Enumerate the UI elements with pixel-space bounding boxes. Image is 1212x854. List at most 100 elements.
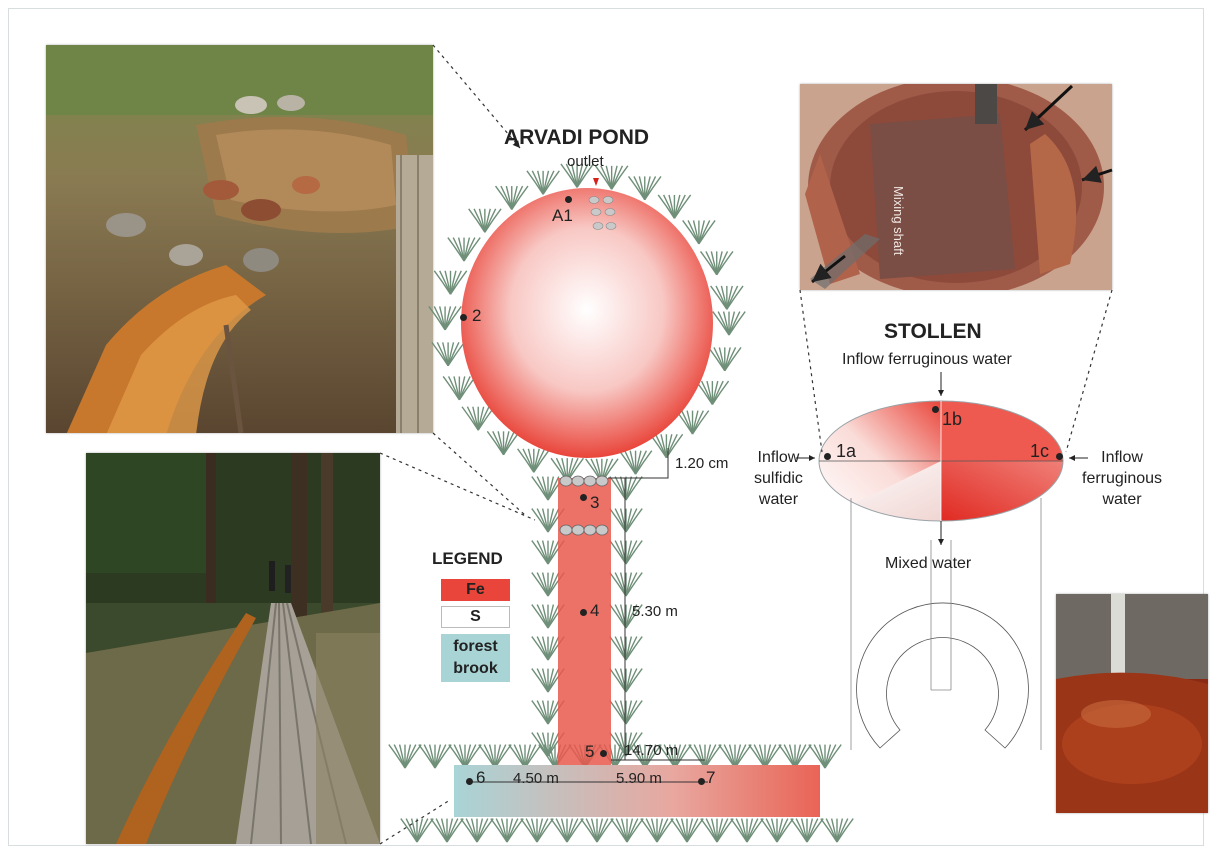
grass-blade	[532, 171, 543, 194]
grass-blade	[615, 573, 626, 596]
grass-blade	[615, 477, 626, 500]
pond-circle	[461, 188, 713, 458]
grass-blade	[706, 819, 717, 842]
grass-blade	[406, 819, 417, 842]
grass-blade	[688, 220, 699, 243]
grass-blade	[537, 637, 548, 660]
grass-blade	[656, 434, 667, 457]
dim-4-50: 4.50 m	[513, 770, 559, 787]
legend-brook-line2: brook	[441, 658, 510, 680]
point-1c-dot	[1056, 453, 1063, 460]
grass-blade	[434, 306, 445, 329]
grass-blade	[634, 176, 645, 199]
grass-blade	[537, 477, 548, 500]
point-5-label: 5	[585, 742, 594, 762]
grass-blade	[556, 819, 567, 842]
stream-channel	[558, 478, 611, 768]
dim-5-90: 5.90 m	[616, 770, 662, 787]
point-4-dot	[580, 609, 587, 616]
point-2-label: 2	[472, 306, 481, 326]
point-6-label: 6	[476, 768, 485, 788]
grass-blade	[496, 819, 507, 842]
grass-blade	[537, 605, 548, 628]
grass-blade	[826, 819, 837, 842]
grass-blade	[615, 637, 626, 660]
point-1a-label: 1a	[836, 441, 856, 462]
grass-blade	[440, 271, 451, 294]
pond-title: ARVADI POND	[504, 126, 649, 150]
point-4-label: 4	[590, 601, 599, 621]
point-6-dot	[466, 778, 473, 785]
outlet-marker	[593, 178, 599, 186]
grass-blade	[466, 819, 477, 842]
inflow-right-line1: Inflow	[1082, 447, 1162, 468]
inflow-right-label: Inflow ferruginous water	[1082, 447, 1162, 510]
grass-blade	[724, 745, 735, 768]
grass-blade	[625, 451, 636, 474]
grass-blade	[501, 186, 512, 209]
grass-blade	[523, 449, 534, 472]
point-5-dot	[600, 750, 607, 757]
point-3-label: 3	[590, 493, 599, 513]
grass-blade	[736, 819, 747, 842]
mixed-water-label: Mixed water	[885, 555, 971, 573]
grass-blade	[664, 195, 675, 218]
legend-title: LEGEND	[432, 549, 503, 569]
grass-blade	[537, 733, 548, 756]
point-1a-dot	[824, 453, 831, 460]
grass-blade	[484, 745, 495, 768]
grass-blade	[454, 745, 465, 768]
grass-blade	[615, 701, 626, 724]
grass-blade	[682, 411, 693, 434]
grass-blade	[526, 819, 537, 842]
grass-blade	[474, 209, 485, 232]
inflow-left-line1: Inflow	[754, 447, 803, 468]
grass-blade	[615, 669, 626, 692]
grass-blade	[814, 745, 825, 768]
grass-blade	[615, 509, 626, 532]
legend-fe: Fe	[441, 579, 510, 601]
legend-brook-line1: forest	[441, 636, 510, 658]
point-a1-label: A1	[552, 206, 573, 226]
inflow-left-line3: water	[754, 489, 803, 510]
dim-14-70: 14.70 m	[624, 742, 678, 759]
inflow-right-line3: water	[1082, 489, 1162, 510]
grass-blade	[537, 541, 548, 564]
legend-s: S	[441, 606, 510, 628]
grass-blade	[537, 669, 548, 692]
grass-blade	[394, 745, 405, 768]
grass-blade	[436, 819, 447, 842]
inflow-right-line2: ferruginous	[1082, 468, 1162, 489]
legend-brook: forest brook	[441, 634, 510, 682]
grass-blade	[453, 238, 464, 261]
legend-fe-label: Fe	[466, 581, 485, 598]
grass-blade	[467, 407, 478, 430]
inflow-left-line2: sulfidic	[754, 468, 803, 489]
grass-blade	[615, 605, 626, 628]
point-2-dot	[460, 314, 467, 321]
grass-blade	[706, 251, 717, 274]
stollen-title: STOLLEN	[884, 320, 982, 344]
grass-blade	[424, 745, 435, 768]
point-7-label: 7	[706, 768, 715, 788]
dim-1-20: 1.20 cm	[675, 455, 728, 472]
grass-blade	[449, 376, 460, 399]
grass-blade	[616, 819, 627, 842]
dim-5-30: 5.30 m	[632, 603, 678, 620]
grass-blade	[766, 819, 777, 842]
point-3-dot	[580, 494, 587, 501]
inflow-left-label: Inflow sulfidic water	[754, 447, 803, 510]
grass-blade	[796, 819, 807, 842]
mixing-shaft-caption: Mixing shaft	[891, 186, 906, 255]
grass-blade	[716, 286, 727, 309]
grass-blade	[615, 541, 626, 564]
point-1b-dot	[932, 406, 939, 413]
grass-blade	[537, 573, 548, 596]
grass-blade	[537, 509, 548, 532]
outlet-label: outlet	[567, 153, 604, 170]
point-7-dot	[698, 778, 705, 785]
grass-blade	[754, 745, 765, 768]
grass-blade	[718, 312, 729, 335]
point-a1-dot	[565, 196, 572, 203]
